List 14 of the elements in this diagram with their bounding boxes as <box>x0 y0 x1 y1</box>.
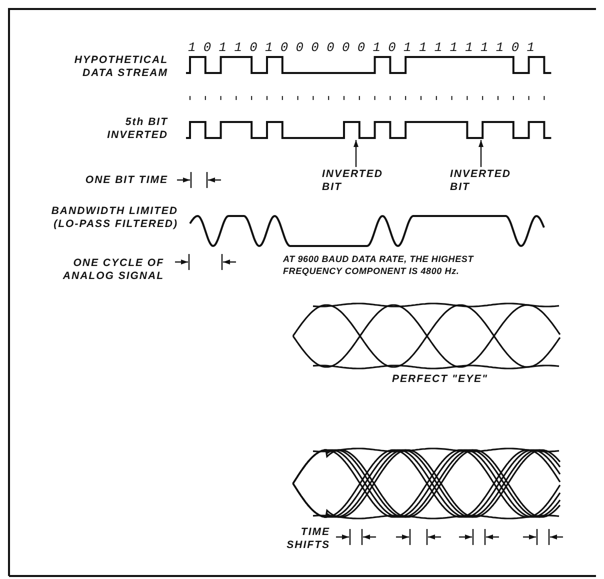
bit-sequence: 1 0 1 1 0 1 0 0 0 0 0 0 1 0 1 1 1 1 1 1 1 0 1 <box>188 41 534 54</box>
leader-arrow <box>478 140 484 167</box>
leader-arrow <box>354 140 358 167</box>
callout-label: INVERTED BIT <box>450 168 514 194</box>
callout-label: INVERTED BIT <box>322 168 386 194</box>
row-label: HYPOTHETICAL DATA STREAM <box>73 54 168 80</box>
inverted-waveform <box>185 121 552 139</box>
row-label: ONE BIT TIME <box>84 174 168 187</box>
note-text: AT 9600 BAUD DATA RATE, THE HIGHEST FREQUENCY COMPONENT IS 4800 Hz. <box>283 253 475 277</box>
row-label: TIME SHIFTS <box>286 526 330 552</box>
eye-caption: PERFECT "EYE" <box>391 373 489 386</box>
row-label: BANDWIDTH LIMITED (LO-PASS FILTERED) <box>50 205 178 231</box>
row-label: 5th BIT INVERTED <box>106 116 168 142</box>
row-label: ONE CYCLE OF ANALOG SIGNAL <box>62 257 164 283</box>
